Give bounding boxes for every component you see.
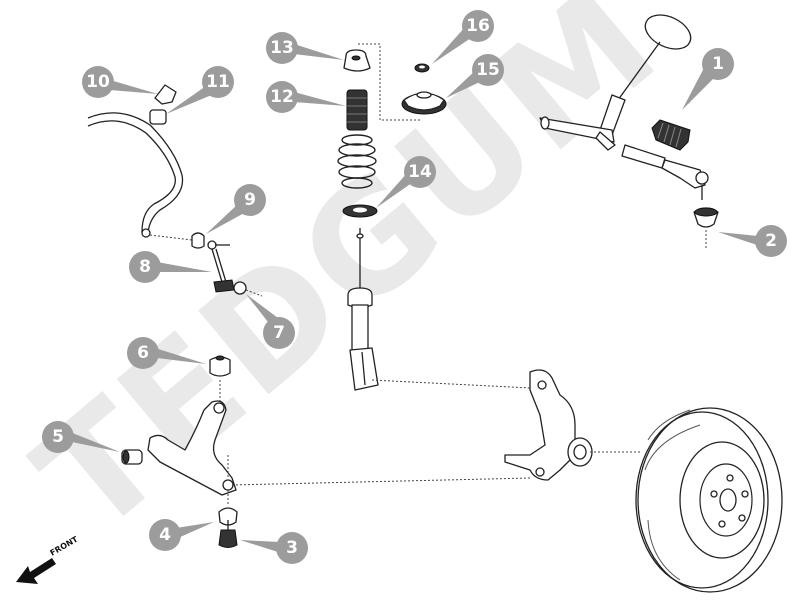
stabilizer-bar	[87, 84, 263, 297]
steering-assembly	[539, 14, 709, 200]
callout-2: 2	[718, 225, 787, 257]
callout-3: 3	[240, 532, 308, 564]
front-direction-indicator: FRONT	[16, 534, 80, 584]
callout-12: 12	[266, 81, 346, 113]
callout-1: 1	[682, 48, 734, 110]
svg-text:12: 12	[270, 87, 294, 107]
callout-4: 4	[149, 519, 214, 551]
callout-11: 11	[166, 66, 234, 114]
callout-9: 9	[206, 184, 266, 234]
wheel-tire	[635, 407, 783, 593]
strut-assembly	[337, 43, 447, 391]
svg-text:15: 15	[476, 60, 500, 80]
svg-text:FRONT: FRONT	[49, 534, 80, 557]
lower-control-arm	[121, 355, 531, 548]
callout-6: 6	[127, 337, 206, 369]
callout-5: 5	[42, 421, 120, 453]
svg-text:7: 7	[273, 323, 285, 343]
rack-boot	[651, 119, 691, 151]
callout-14: 14	[376, 156, 436, 208]
callout-15: 15	[446, 54, 504, 98]
callout-8: 8	[129, 251, 212, 283]
callout-16: 16	[432, 10, 494, 64]
svg-text:16: 16	[466, 16, 490, 36]
steering-knuckle	[371, 369, 640, 481]
svg-text:14: 14	[408, 162, 432, 182]
svg-text:5: 5	[52, 427, 64, 447]
svg-text:10: 10	[86, 72, 110, 92]
svg-text:13: 13	[270, 38, 294, 58]
svg-text:4: 4	[159, 525, 171, 545]
svg-text:9: 9	[244, 190, 256, 210]
callout-13: 13	[266, 32, 344, 64]
callout-7: 7	[246, 294, 295, 349]
svg-text:6: 6	[137, 343, 149, 363]
tie-rod-dust-cover	[693, 207, 719, 248]
svg-text:2: 2	[765, 231, 777, 251]
callout-10: 10	[82, 66, 158, 98]
svg-text:8: 8	[139, 257, 151, 277]
svg-text:11: 11	[206, 72, 230, 92]
svg-text:1: 1	[712, 54, 724, 74]
svg-text:3: 3	[286, 538, 298, 558]
